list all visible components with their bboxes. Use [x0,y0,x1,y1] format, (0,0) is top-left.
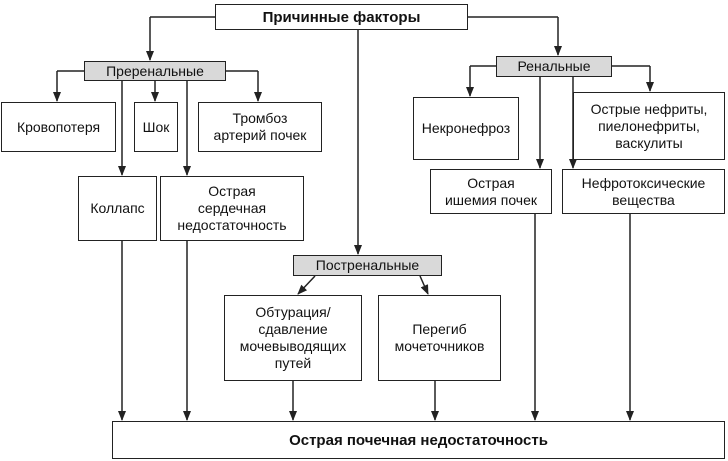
node-postrenal: Постренальные [293,255,442,276]
node-result: Острая почечная недостаточность [112,421,725,459]
node-causes: Причинные факторы [215,4,468,30]
arrow-to-ureter-kink [419,275,429,295]
node-shock: Шок [134,102,178,152]
node-collapse: Коллапс [78,176,157,241]
node-ureter-kink: Перегиб мочеточников [378,295,501,381]
node-ischemia: Острая ишемия почек [430,169,552,214]
node-blood-loss: Кровопотеря [1,102,116,152]
node-renal: Ренальные [496,56,612,77]
node-necronephrosis: Некронефроз [413,97,519,160]
arrow-to-obturation [297,275,316,295]
node-heart-failure: Острая сердечная недостаточность [160,176,304,241]
node-nephritis: Острые нефриты, пиелонефриты, васкулиты [573,92,725,160]
node-prerenal: Преренальные [84,61,226,81]
node-nephrotoxic: Нефротоксические вещества [562,169,725,214]
node-obturation: Обтурация/ сдавление мочевыводящих путей [224,295,362,381]
node-thrombosis: Тромбоз артерий почек [198,102,322,152]
